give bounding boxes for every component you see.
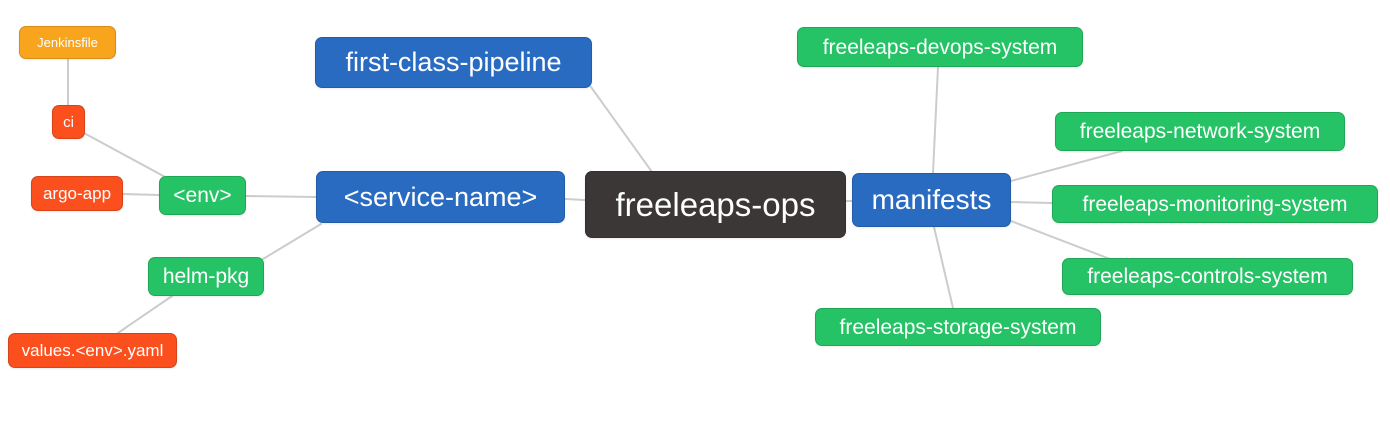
node-freeleaps-storage-system[interactable]: freeleaps-storage-system xyxy=(815,308,1101,346)
node-label: freeleaps-network-system xyxy=(1079,120,1321,143)
node-ci[interactable]: ci xyxy=(52,105,85,139)
node-freeleaps-monitoring-system[interactable]: freeleaps-monitoring-system xyxy=(1052,185,1378,223)
node-label: first-class-pipeline xyxy=(345,47,562,77)
node-freeleaps-network-system[interactable]: freeleaps-network-system xyxy=(1055,112,1345,151)
node-freeleaps-controls-system[interactable]: freeleaps-controls-system xyxy=(1062,258,1353,295)
edge-argo-app-to-env xyxy=(122,193,160,196)
edge-manifests-to-freeleaps-devops-system xyxy=(932,66,939,174)
node-label: ci xyxy=(63,113,74,131)
edge-service-name-to-freeleaps-ops xyxy=(564,198,586,201)
node-env[interactable]: <env> xyxy=(159,176,246,215)
node-manifests[interactable]: manifests xyxy=(852,173,1011,227)
node-label: values.<env>.yaml xyxy=(21,341,164,360)
edge-manifests-to-freeleaps-controls-system xyxy=(1010,220,1111,260)
edge-first-class-pipeline-to-freeleaps-ops xyxy=(590,86,653,173)
edge-manifests-to-freeleaps-storage-system xyxy=(933,226,954,309)
node-label: freeleaps-ops xyxy=(615,186,816,223)
node-freeleaps-ops[interactable]: freeleaps-ops xyxy=(585,171,846,238)
node-label: <env> xyxy=(173,184,232,207)
edge-manifests-to-freeleaps-network-system xyxy=(1010,150,1123,182)
node-label: argo-app xyxy=(42,184,112,203)
node-label: Jenkinsfile xyxy=(37,35,98,50)
edge-manifests-to-freeleaps-monitoring-system xyxy=(1010,201,1053,204)
node-freeleaps-devops-system[interactable]: freeleaps-devops-system xyxy=(797,27,1083,67)
node-label: <service-name> xyxy=(343,181,538,212)
node-label: freeleaps-controls-system xyxy=(1087,265,1328,288)
edge-env-to-service-name xyxy=(245,195,317,198)
node-argo-app[interactable]: argo-app xyxy=(31,176,123,211)
node-label: freeleaps-devops-system xyxy=(822,35,1058,59)
node-jenkinsfile[interactable]: Jenkinsfile xyxy=(19,26,116,59)
edge-helm-pkg-to-values-env-yaml xyxy=(117,295,173,334)
node-helm-pkg[interactable]: helm-pkg xyxy=(148,257,264,296)
node-first-class-pipeline[interactable]: first-class-pipeline xyxy=(315,37,592,88)
node-label: freeleaps-storage-system xyxy=(839,315,1077,339)
edge-ci-to-env xyxy=(83,132,168,179)
node-label: manifests xyxy=(871,184,992,215)
edge-service-name-to-helm-pkg xyxy=(262,223,322,260)
node-label: freeleaps-monitoring-system xyxy=(1082,192,1348,216)
node-values-env-yaml[interactable]: values.<env>.yaml xyxy=(8,333,177,368)
node-service-name[interactable]: <service-name> xyxy=(316,171,565,223)
node-label: helm-pkg xyxy=(162,265,250,288)
